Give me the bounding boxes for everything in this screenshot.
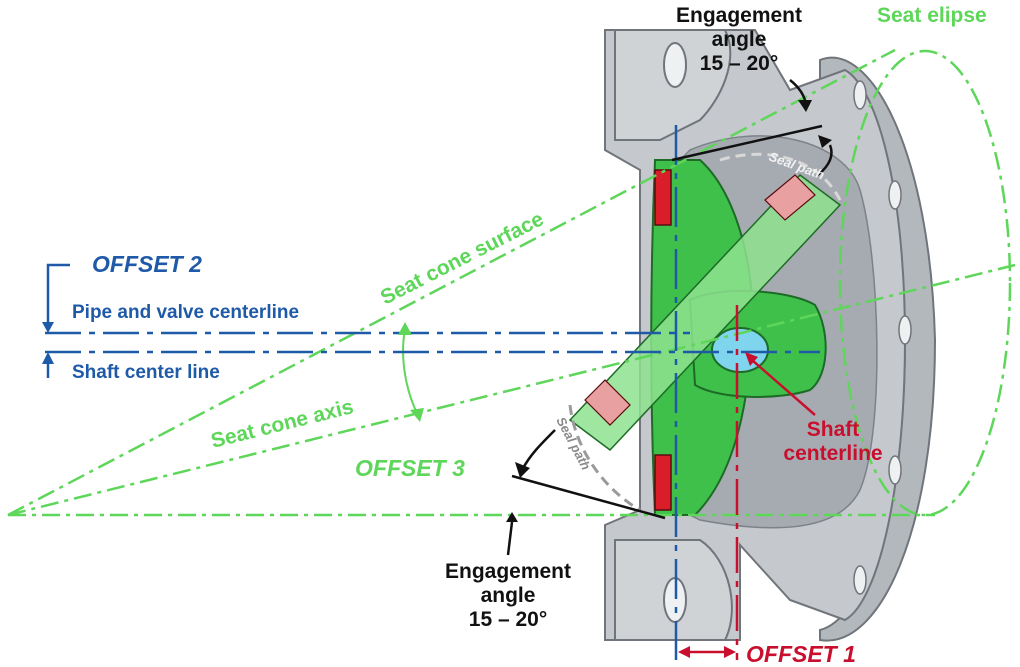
offset-2-bracket xyxy=(46,263,70,327)
bolt-hole xyxy=(888,180,902,210)
shaft-centerline-label-2: centerline xyxy=(783,442,882,465)
seal-pink xyxy=(584,379,631,426)
bolt-hole xyxy=(853,565,867,595)
bolt-hole xyxy=(898,315,912,345)
seat-cone-surface-label: Seat cone surface xyxy=(377,207,548,309)
blue-centerlines xyxy=(45,125,820,660)
arrowhead xyxy=(798,100,812,112)
seat-elipse-label: Seat elipse xyxy=(877,4,987,27)
seal-block xyxy=(654,454,672,511)
seat-cone-lines xyxy=(7,48,1016,517)
engagement-bottom-line3: 15 – 20° xyxy=(469,608,547,631)
pipe-centerline-label: Pipe and valve centerline xyxy=(72,302,299,323)
seal-pink xyxy=(764,174,816,221)
engagement-leader-bottom xyxy=(506,521,514,556)
offset-1-arrowhead-right xyxy=(724,646,736,658)
engagement-top-line3: 15 – 20° xyxy=(700,52,778,75)
arrowhead xyxy=(818,135,832,148)
engagement-top-line2: angle xyxy=(712,28,767,51)
offset-1-label: OFFSET 1 xyxy=(746,641,856,667)
seal-path-top xyxy=(719,152,842,201)
seat-cone-surface-line xyxy=(7,48,896,517)
offset-3-arrowhead xyxy=(398,322,412,335)
offset-3-arrowhead xyxy=(410,408,424,422)
disc-open-ghost xyxy=(568,173,842,452)
engagement-tangent-top xyxy=(671,124,823,162)
seat-cone-axis-line xyxy=(7,263,1016,517)
bolt-hole xyxy=(663,42,687,88)
engagement-top-line1: Engagement xyxy=(676,4,802,27)
shaft-center-line-label: Shaft center line xyxy=(72,362,220,383)
engagement-bottom-line1: Engagement xyxy=(445,560,571,583)
seat-cone-axis-label: Seat cone axis xyxy=(209,395,356,453)
arrowhead xyxy=(515,462,530,478)
engagement-arc-bottom xyxy=(520,429,556,471)
seal-block xyxy=(654,169,672,226)
bolt-hole xyxy=(888,455,902,485)
shaft-centerline-label-1: Shaft xyxy=(807,418,860,441)
seat-elipse xyxy=(838,49,1012,517)
shaft-centerline-arrowhead xyxy=(745,352,758,366)
offset-3-label: OFFSET 3 xyxy=(355,455,465,481)
shaft-centerline-leader xyxy=(751,359,816,416)
seal-path-bottom xyxy=(568,404,641,512)
red-centerlines xyxy=(735,305,816,660)
bolt-hole xyxy=(853,80,867,110)
offset-2-arrowhead-top xyxy=(42,322,54,333)
offset-2-label: OFFSET 2 xyxy=(92,251,202,277)
engagement-tangent-bottom xyxy=(511,474,666,520)
offset-2-arrowhead-bottom xyxy=(42,352,54,364)
offset-1-arrowhead-left xyxy=(678,646,690,658)
offset-3-arc xyxy=(402,329,419,416)
engagement-bottom-line2: angle xyxy=(481,584,536,607)
arrowhead xyxy=(506,512,518,522)
seal-paths xyxy=(568,152,842,512)
engagement-arc-top-lower xyxy=(817,144,833,176)
offset-1-dimension xyxy=(678,646,736,658)
